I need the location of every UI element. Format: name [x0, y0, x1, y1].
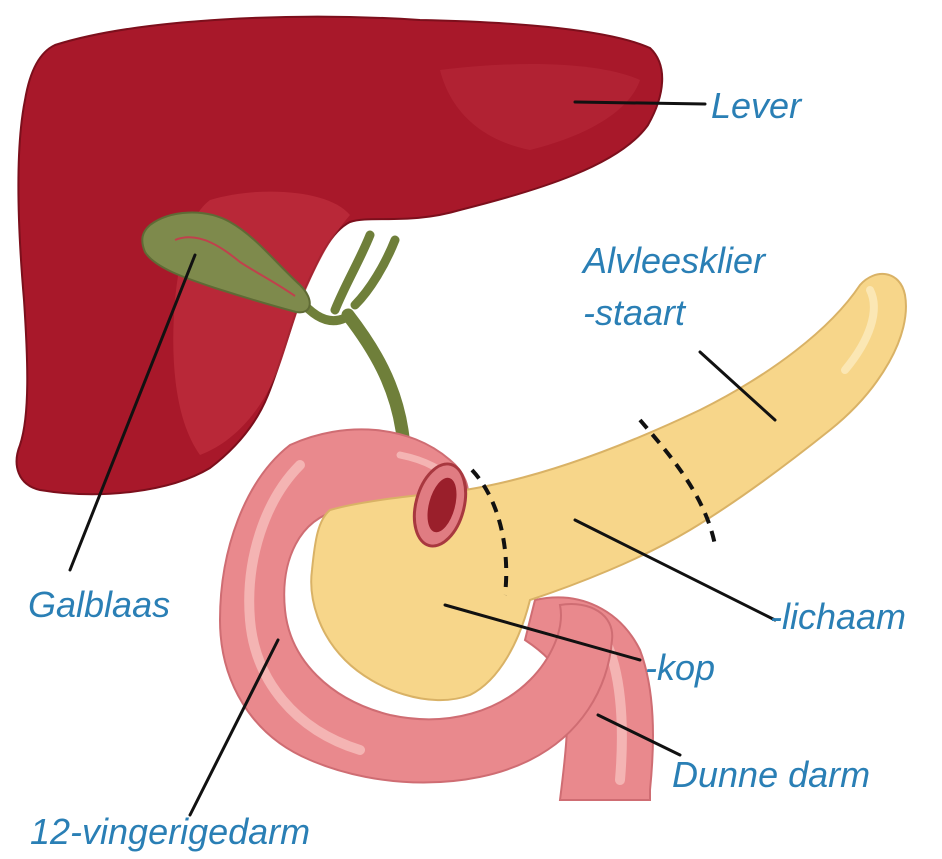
label-gallbladder: Galblaas	[28, 585, 170, 625]
label-pancreas: Alvleesklier	[583, 241, 765, 281]
label-pancreas-body: -lichaam	[770, 597, 906, 637]
leader-liver	[575, 102, 705, 104]
label-duodenum: 12-vingerigedarm	[30, 812, 310, 852]
label-pancreas-tail: -staart	[583, 293, 685, 333]
label-liver: Lever	[711, 86, 801, 126]
label-pancreas-head: -kop	[645, 648, 715, 688]
liver	[17, 17, 663, 494]
label-small-intestine: Dunne darm	[672, 755, 870, 795]
